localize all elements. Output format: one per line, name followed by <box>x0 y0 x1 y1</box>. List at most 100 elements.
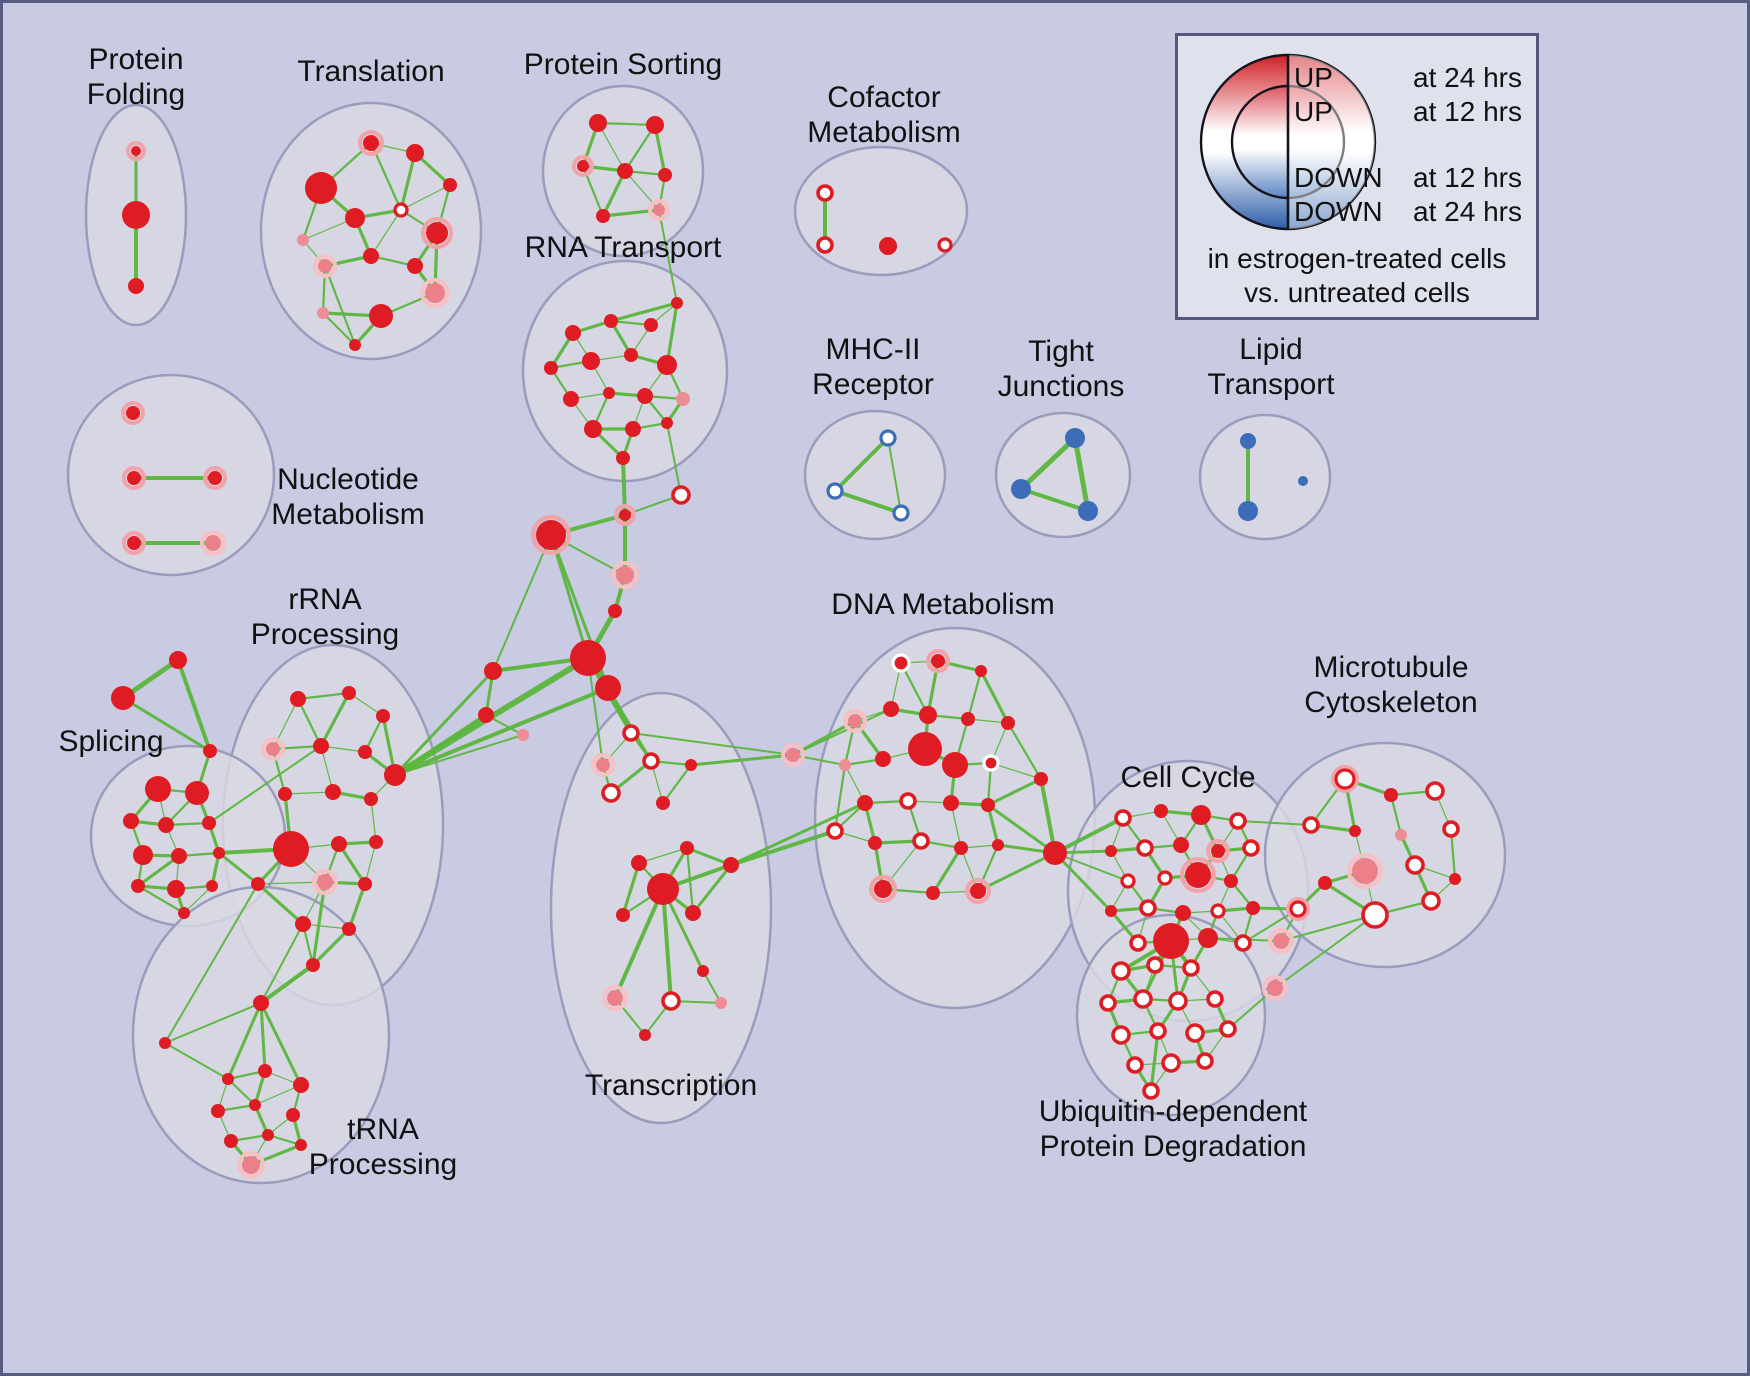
network-edge <box>587 657 604 766</box>
network-node-open <box>1302 816 1320 834</box>
cluster-ellipse-mhc-ii-receptor <box>803 409 947 541</box>
network-node-open <box>1405 855 1425 875</box>
node-halo <box>1268 928 1294 954</box>
network-node-red <box>178 907 190 919</box>
network-node-red <box>671 297 683 309</box>
network-node-red <box>1384 788 1398 802</box>
network-edge <box>1018 435 1078 492</box>
legend-time-label: at 24 hrs <box>1413 62 1522 93</box>
network-node-open <box>1161 1053 1181 1073</box>
network-node-blue <box>1011 479 1031 499</box>
network-node-red <box>637 388 653 404</box>
network-node-open <box>1361 901 1389 929</box>
network-node-red <box>111 686 135 710</box>
network-edge <box>226 1001 263 1081</box>
network-node-red <box>954 841 968 855</box>
cluster-ellipse-dna-metabolism <box>813 626 1097 1010</box>
network-node-open <box>393 202 409 218</box>
network-node-red <box>868 836 882 850</box>
network-node-open <box>1133 989 1153 1009</box>
network-node-red <box>1105 905 1117 917</box>
node-halo <box>200 530 226 556</box>
network-node-pink <box>1395 829 1407 841</box>
network-node-red <box>278 787 292 801</box>
network-node-halo <box>536 520 566 550</box>
network-edge <box>1039 777 1057 855</box>
network-edge <box>1053 816 1125 855</box>
network-node-red <box>584 420 602 438</box>
network-node-red <box>286 1108 300 1122</box>
network-edge <box>979 669 1010 725</box>
network-node-open <box>937 237 953 253</box>
network-edge <box>393 713 488 777</box>
network-node-pinkhalo <box>425 283 445 303</box>
network-node-red <box>685 905 701 921</box>
legend-time-label: at 12 hrs <box>1413 96 1522 127</box>
network-node-red <box>565 325 581 341</box>
network-node-openhalo <box>1289 900 1307 918</box>
node-halo <box>572 155 594 177</box>
node-halo <box>591 753 615 777</box>
network-edge <box>1019 487 1090 513</box>
network-node-open <box>1157 870 1173 886</box>
network-node-open <box>816 236 834 254</box>
network-edge <box>164 1002 262 1044</box>
network-edge <box>254 1084 302 1106</box>
node-halo <box>122 466 146 490</box>
network-node-open <box>642 752 660 770</box>
network-edge <box>1149 1029 1160 1093</box>
network-node-openblue <box>892 504 910 522</box>
network-node-halo <box>363 135 379 151</box>
network-node-red <box>570 640 606 676</box>
network-node-open <box>826 822 844 840</box>
network-edge <box>364 841 377 885</box>
network-edge <box>370 209 402 257</box>
network-edge <box>370 798 377 843</box>
network-node-red <box>331 836 347 852</box>
network-node-red <box>167 880 185 898</box>
network-edge <box>259 1001 303 1087</box>
network-node-halo <box>426 222 448 244</box>
network-node-red <box>349 339 361 351</box>
network-node-red <box>249 1099 261 1111</box>
node-halo <box>965 878 991 904</box>
network-edge <box>311 927 351 967</box>
network-node-red <box>123 813 139 829</box>
network-node-red <box>295 916 311 932</box>
legend-time-label: at 12 hrs <box>1413 162 1522 193</box>
node-halo <box>1262 975 1288 1001</box>
network-node-red <box>685 759 697 771</box>
network-node-red <box>224 1134 238 1148</box>
network-node-red <box>169 651 187 669</box>
network-node-red <box>608 604 622 618</box>
network-edge <box>689 753 795 767</box>
network-node-blue <box>1238 501 1258 521</box>
node-halo <box>1331 765 1359 793</box>
network-edge <box>613 887 665 1000</box>
network-edge <box>136 884 186 915</box>
network-node-red <box>875 751 891 767</box>
network-node-open <box>912 832 930 850</box>
network-node-red <box>206 880 218 892</box>
network-node-red <box>992 839 1004 851</box>
network-node-pinkhalo <box>596 758 610 772</box>
network-node-red <box>1449 873 1461 885</box>
network-edge <box>164 1042 229 1080</box>
network-edge <box>319 691 351 748</box>
network-node-red <box>616 451 630 465</box>
network-node-halo <box>970 883 986 899</box>
network-node-open <box>1168 991 1188 1011</box>
network-node-red <box>159 1037 171 1049</box>
network-node-red <box>363 248 379 264</box>
network-node-red <box>145 776 171 802</box>
network-node-red <box>1246 901 1260 915</box>
cluster-ellipse-nucleotide-metabolism <box>66 373 276 577</box>
network-node-red <box>364 792 378 806</box>
network-node-red <box>342 686 356 700</box>
network-node-pinkhalo <box>1267 980 1283 996</box>
cluster-ellipse-cofactor-metabolism <box>793 145 969 277</box>
legend-caption: in estrogen-treated cells vs. untreated … <box>1178 242 1536 309</box>
node-halo <box>358 130 384 156</box>
network-node-pinkhalo <box>607 990 623 1006</box>
network-node-red <box>596 209 610 223</box>
